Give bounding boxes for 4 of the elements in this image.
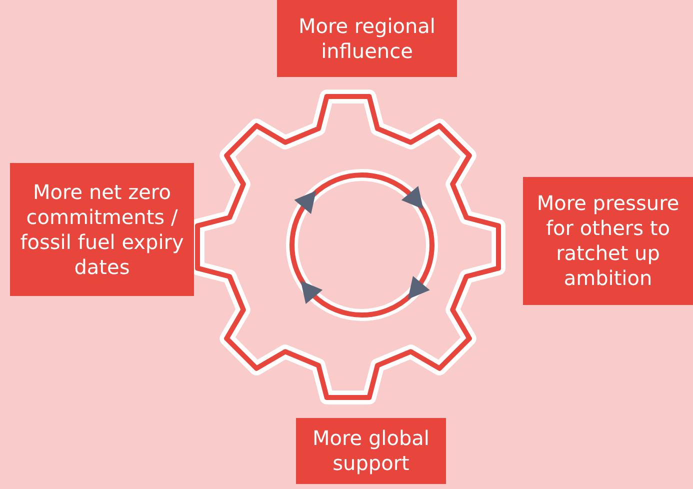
label-box: More regional influence	[277, 0, 457, 77]
label-box: More net zero commitments / fossil fuel expiry dates	[10, 163, 194, 296]
label-box: More pressure for others to ratchet up ambition	[523, 177, 693, 305]
label-box: More global support	[296, 418, 446, 484]
